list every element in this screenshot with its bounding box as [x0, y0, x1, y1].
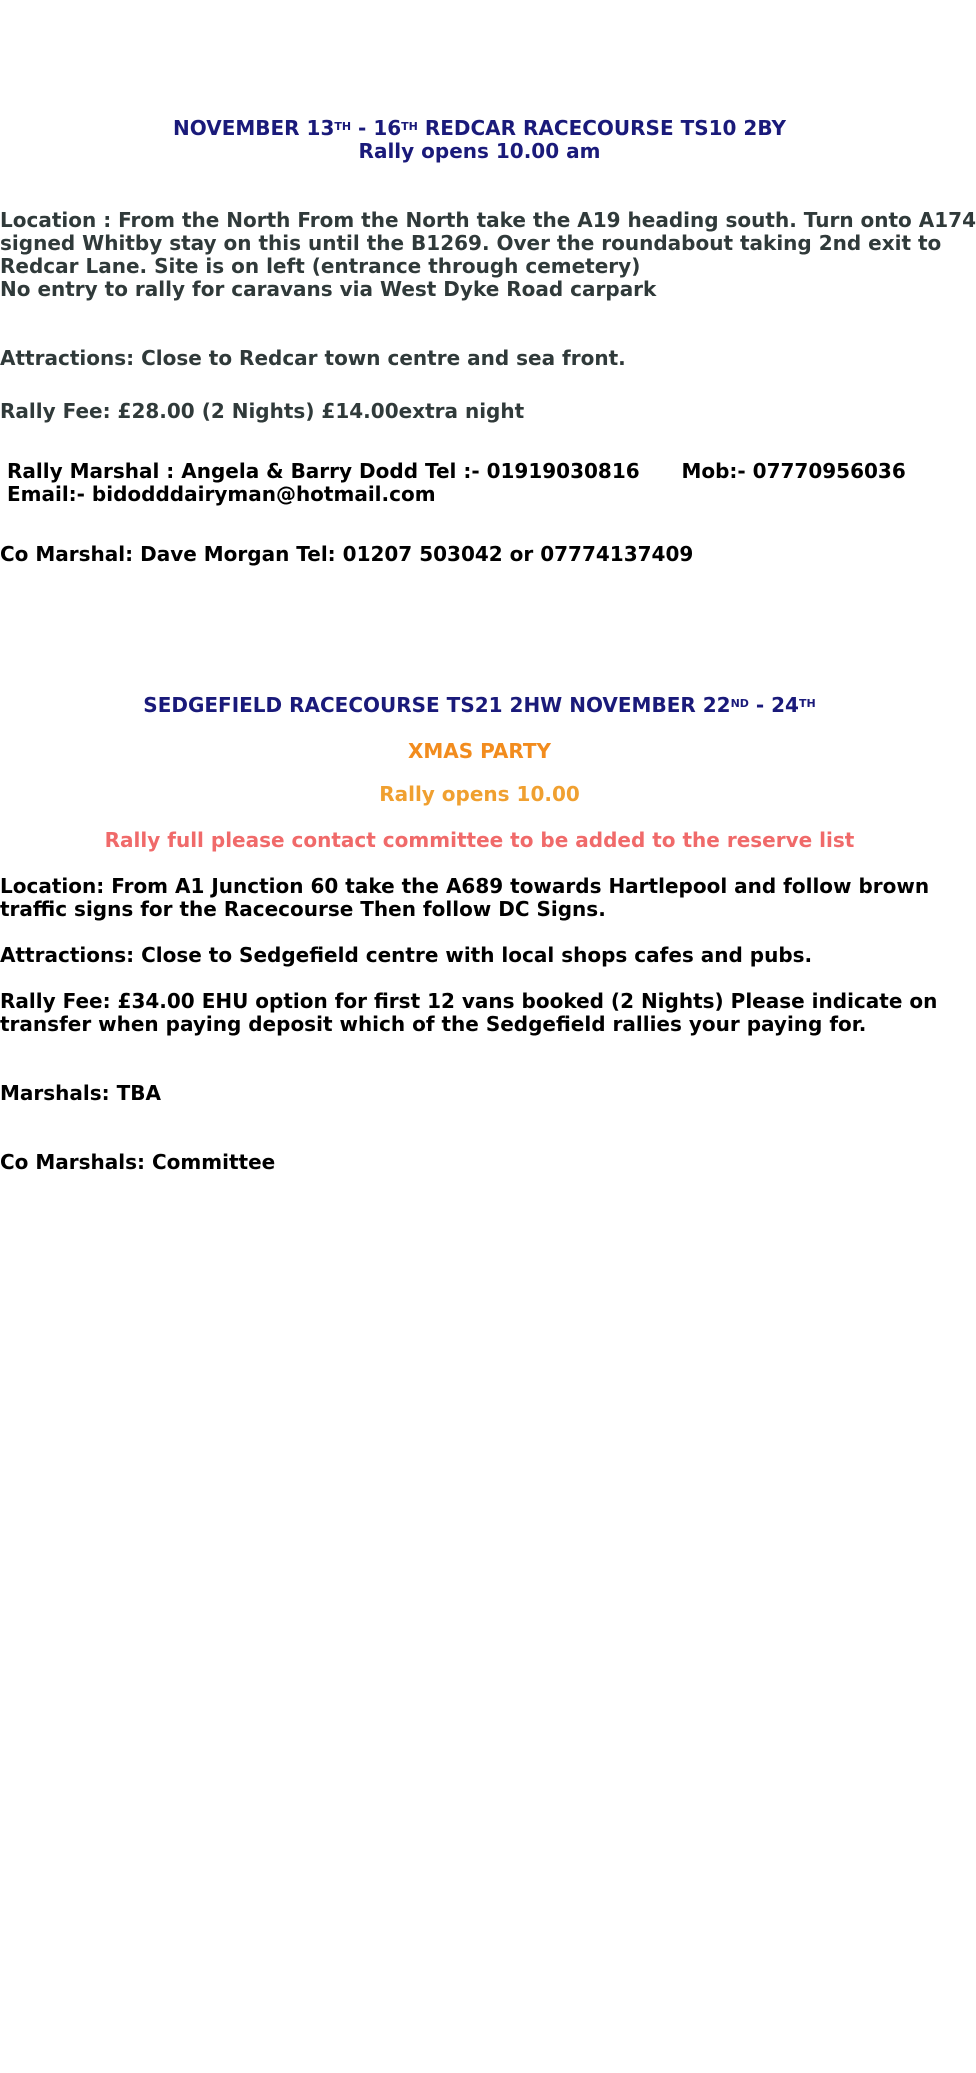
rally-sedgefield-heading: SEDGEFIELD RACECOURSE TS21 2HW NOVEMBER …	[0, 694, 959, 717]
ordinal-suffix: TH	[798, 697, 816, 710]
heading-text: REDCAR RACECOURSE TS10 2BY	[417, 116, 786, 140]
rally-redcar-location-line: Redcar Lane. Site is on left (entrance t…	[0, 254, 641, 278]
rally-sedgefield-opens: Rally opens 10.00	[379, 782, 580, 806]
rally-sedgefield-xmas: XMAS PARTY	[407, 739, 552, 763]
rally-redcar-opens: Rally opens 10.00 am	[358, 139, 601, 163]
heading-text: NOVEMBER 13	[173, 116, 335, 140]
rally-redcar-location-line: Location : From the North From the North…	[0, 208, 976, 232]
rally-sedgefield-attractions: Attractions: Close to Sedgefield centre …	[0, 943, 813, 967]
rally-redcar-co-marshal: Co Marshal: Dave Morgan Tel: 01207 50304…	[0, 542, 694, 566]
rally-redcar-email[interactable]: Email:- bidodddairyman@hotmail.com	[0, 482, 436, 506]
heading-text: - 16	[351, 116, 402, 140]
rally-redcar-fee: Rally Fee: £28.00 (2 Nights) £14.00extra…	[0, 399, 525, 423]
ordinal-suffix: TH	[401, 120, 418, 133]
rally-redcar-location-line: signed Whitby stay on this until the B12…	[0, 231, 942, 255]
rally-redcar-marshal: Rally Marshal : Angela & Barry Dodd Tel …	[0, 459, 906, 483]
ordinal-suffix: TH	[334, 120, 352, 133]
rally-sedgefield-location-line: Location: From A1 Junction 60 take the A…	[0, 874, 930, 898]
rally-redcar-heading: NOVEMBER 13TH - 16TH REDCAR RACECOURSE T…	[0, 117, 959, 140]
rally-sedgefield-fee-line: transfer when paying deposit which of th…	[0, 1012, 867, 1036]
rally-sedgefield-full-notice: Rally full please contact committee to b…	[104, 828, 855, 852]
rally-redcar-attractions: Attractions: Close to Redcar town centre…	[0, 346, 626, 370]
rally-sedgefield-fee-line: Rally Fee: £34.00 EHU option for first 1…	[0, 989, 938, 1013]
rally-redcar-location-line: No entry to rally for caravans via West …	[0, 277, 657, 301]
heading-text: - 24	[748, 693, 799, 717]
heading-text: SEDGEFIELD RACECOURSE TS21 2HW NOVEMBER …	[143, 693, 731, 717]
ordinal-suffix: ND	[730, 697, 749, 710]
rally-sedgefield-marshals: Marshals: TBA	[0, 1081, 161, 1105]
rally-sedgefield-co-marshals: Co Marshals: Committee	[0, 1150, 276, 1174]
rally-sedgefield-location-line: traffic signs for the Racecourse Then fo…	[0, 897, 606, 921]
